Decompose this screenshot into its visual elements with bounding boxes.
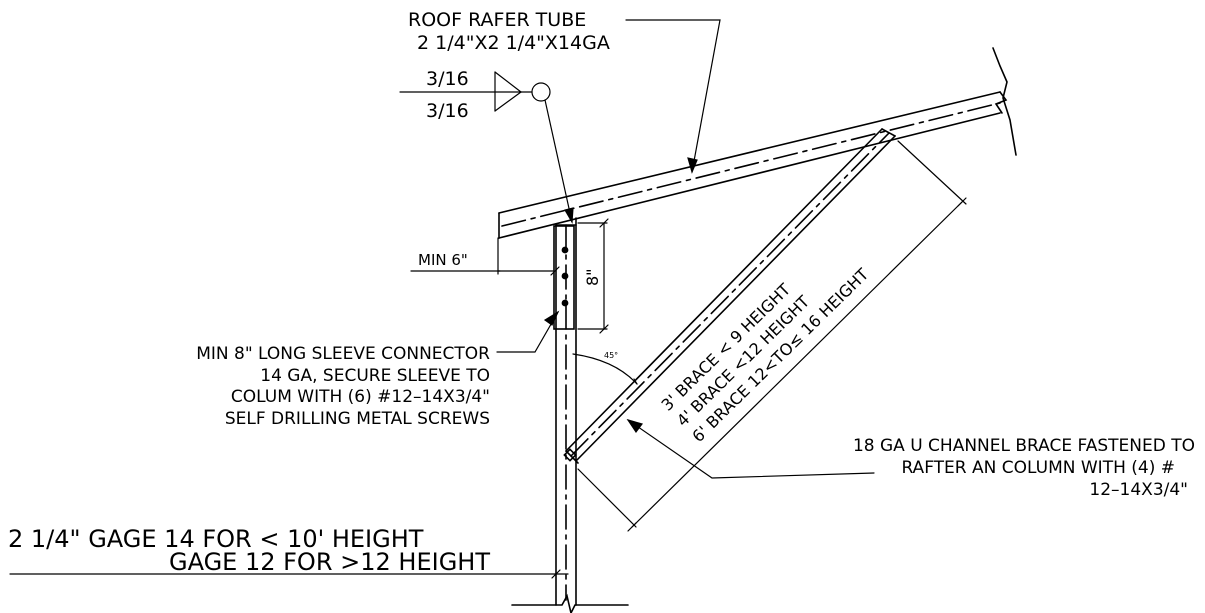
screw-hole: [561, 246, 569, 254]
gage-note-line1: 2 1/4" GAGE 14 FOR < 10' HEIGHT: [8, 525, 424, 553]
brace-length-dimension: [577, 140, 967, 532]
screw-hole: [561, 299, 569, 307]
roof-rafter-label: ROOF RAFER TUBE: [408, 9, 586, 31]
leaders: [9, 19, 875, 579]
sleeve-note-line4: SELF DRILLING METAL SCREWS: [225, 409, 490, 429]
sleeve-note-line1: MIN 8" LONG SLEEVE CONNECTOR: [196, 344, 490, 364]
weld-size-bottom: 3/16: [426, 100, 469, 122]
sleeve-note-line3: COLUM WITH (6) #12–14X3/4": [231, 387, 490, 407]
angle-label: 45°: [604, 351, 618, 360]
channel-note-line3: 12–14X3/4": [1089, 480, 1188, 500]
sleeve-connector: [553, 225, 575, 330]
roof-rafter-size: 2 1/4"X2 1/4"X14GA: [417, 32, 610, 54]
screw-hole: [561, 272, 569, 280]
weld-size-top: 3/16: [426, 68, 469, 90]
channel-note-line2: RAFTER AN COLUMN WITH (4) #: [901, 458, 1175, 478]
eight-inch-dimension: [577, 218, 609, 334]
brace-rule-line2: 4' BRACE <12 HEIGHT: [673, 292, 813, 431]
angle-arc: [572, 353, 638, 385]
column: [511, 217, 629, 613]
eight-inch-label: 8": [583, 268, 602, 286]
u-channel-brace: [563, 128, 896, 464]
gage-note-line2: GAGE 12 FOR >12 HEIGHT: [169, 548, 490, 576]
sleeve-note-line2: 14 GA, SECURE SLEEVE TO: [260, 366, 490, 386]
min-six-label: MIN 6": [418, 251, 468, 269]
channel-note-line1: 18 GA U CHANNEL BRACE FASTENED TO: [853, 436, 1195, 456]
roof-rafter: [498, 47, 1017, 239]
